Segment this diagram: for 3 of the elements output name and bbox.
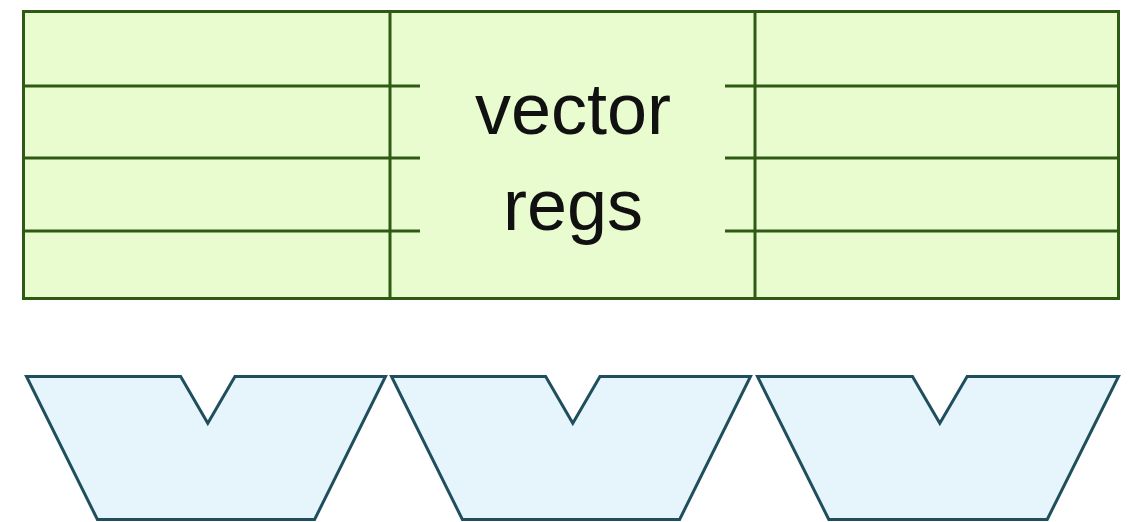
alu-shape bbox=[25, 375, 387, 521]
alu-shape bbox=[390, 375, 752, 521]
alu-shape bbox=[756, 375, 1120, 521]
